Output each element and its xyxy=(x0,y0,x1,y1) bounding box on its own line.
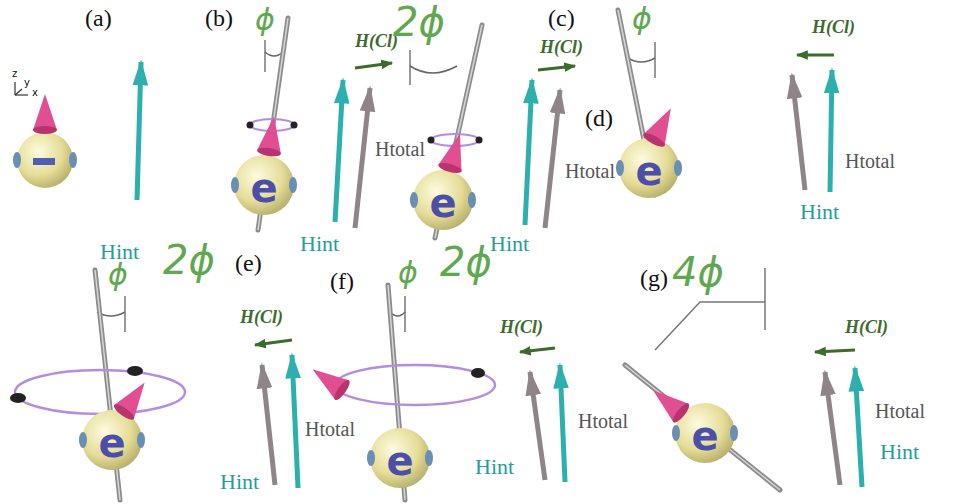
panel-label: (e) xyxy=(235,250,262,276)
electron-label: e xyxy=(250,166,277,210)
applied-field-label: H(Cl) xyxy=(355,32,398,52)
angle-label: 2ϕ xyxy=(440,240,492,284)
panel-label: (c) xyxy=(548,5,575,31)
axis-label: y xyxy=(24,77,30,88)
panel-label: (f) xyxy=(330,268,354,294)
electron-label: e xyxy=(386,439,413,483)
total-field-label: Htotal xyxy=(875,400,925,422)
angle-label: ϕ xyxy=(632,2,652,35)
total-field-label: Htotal xyxy=(565,160,615,182)
applied-field-label: H(Cl) xyxy=(500,318,543,338)
panel-label: (g) xyxy=(640,265,668,291)
field-label: Hint xyxy=(880,440,919,464)
panel-label: (b) xyxy=(205,5,233,31)
axis-label: x xyxy=(32,87,38,98)
panel-label: (d) xyxy=(585,105,613,131)
electron-label: e xyxy=(429,181,456,225)
angle-label: ϕ xyxy=(255,3,275,36)
applied-field-label: H(Cl) xyxy=(812,18,855,38)
applied-field-label: H(Cl) xyxy=(540,38,583,58)
total-field-label: Htotal xyxy=(578,410,628,432)
panel-label: (a) xyxy=(85,5,112,31)
total-field-label: Htotal xyxy=(375,138,425,160)
angle-label: 2ϕ xyxy=(163,238,215,282)
angle-label: ϕ xyxy=(108,258,128,291)
angle-label: ϕ xyxy=(398,256,418,289)
total-field-label: Htotal xyxy=(845,150,895,172)
electron-label: e xyxy=(635,149,662,193)
applied-field-label: H(Cl) xyxy=(845,318,888,338)
angle-label: 4ϕ xyxy=(672,250,724,294)
axis-label: z xyxy=(12,68,17,79)
electron-label: e xyxy=(98,421,125,465)
field-label: Hint xyxy=(220,470,259,494)
field-label: Hint xyxy=(300,232,339,256)
angle-label: 2ϕ xyxy=(393,0,445,44)
field-label: Hint xyxy=(490,232,529,256)
field-label: Hint xyxy=(475,455,514,479)
field-label: Hint xyxy=(800,200,839,224)
total-field-label: Htotal xyxy=(305,418,355,440)
electron-label: e xyxy=(691,414,718,458)
applied-field-label: H(Cl) xyxy=(240,308,283,328)
